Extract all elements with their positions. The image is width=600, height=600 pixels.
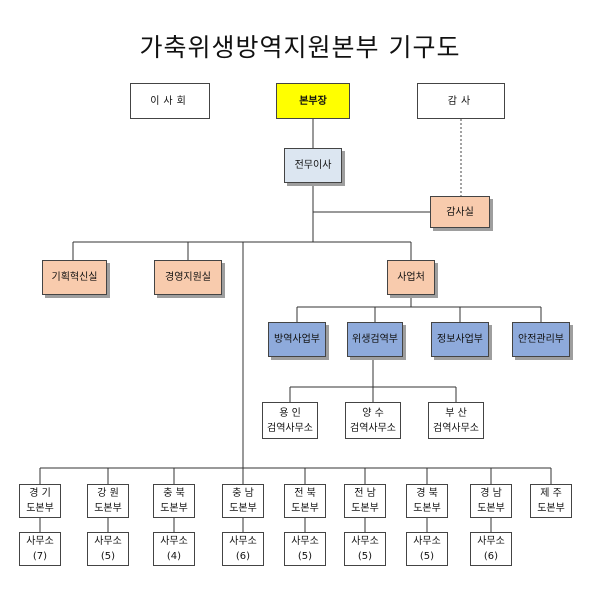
provincial-branch-name: 전 남 (354, 488, 376, 499)
provincial-branch-box: 전 북 도본부 (284, 484, 326, 518)
business-office-box: 사업처 (387, 260, 435, 295)
audit-office-box: 감사실 (430, 196, 490, 228)
management-office-label: 경영지원실 (165, 272, 211, 283)
provincial-branch-label: 도본부 (291, 503, 319, 514)
local-office-box: 사무소 (6) (222, 532, 264, 566)
inspection-office-label: 검역사무소 (267, 422, 313, 434)
department-box: 방역사업부 (268, 322, 326, 357)
local-office-box: 사무소 (7) (19, 532, 61, 566)
provincial-branch-name: 강 원 (97, 488, 119, 499)
managing-director-label: 전무이사 (294, 160, 332, 171)
local-office-count: (5) (357, 551, 373, 562)
provincial-branch-label: 도본부 (160, 503, 188, 514)
department-label: 정보사업부 (437, 334, 483, 345)
local-office-count: (5) (297, 551, 313, 562)
planning-office-box: 기획혁신실 (42, 260, 107, 295)
local-office-box: 사무소 (5) (344, 532, 386, 566)
department-box: 안전관리부 (512, 322, 570, 357)
provincial-branch-box: 경 기 도본부 (19, 484, 61, 518)
local-office-label: 사무소 (26, 536, 54, 547)
chief-label: 본부장 (299, 95, 327, 107)
chart-title: 가축위생방역지원본부 기구도 (139, 33, 461, 62)
local-office-label: 사무소 (160, 536, 188, 547)
provincial-branch-label: 도본부 (26, 503, 54, 514)
inspection-office-label: 검역사무소 (433, 422, 479, 434)
local-office-label: 사무소 (94, 536, 122, 547)
audit-box: 감사 (417, 83, 505, 119)
inspection-office-box: 부 산 검역사무소 (428, 402, 484, 439)
provincial-branch-name: 전 북 (294, 488, 316, 499)
board-box: 이사회 (130, 83, 210, 119)
board-label: 이사회 (150, 95, 190, 107)
managing-director-box: 전무이사 (284, 148, 342, 183)
chief-box: 본부장 (276, 83, 350, 119)
department-box: 위생검역부 (347, 322, 403, 357)
inspection-office-box: 용 인 검역사무소 (262, 402, 318, 439)
audit-office-label: 감사실 (446, 206, 474, 218)
department-label: 방역사업부 (274, 334, 320, 345)
inspection-office-name: 용 인 (279, 407, 301, 419)
provincial-branch-name: 경 기 (29, 488, 51, 499)
local-office-count: (5) (100, 551, 116, 562)
department-label: 안전관리부 (518, 334, 564, 345)
local-office-label: 사무소 (413, 536, 441, 547)
provincial-branch-label: 도본부 (229, 503, 257, 514)
provincial-branch-box: 경 북 도본부 (406, 484, 448, 518)
provincial-branch-name: 충 북 (163, 488, 185, 499)
local-office-count: (6) (483, 551, 499, 562)
provincial-branch-box: 충 북 도본부 (153, 484, 195, 518)
provincial-branch-label: 도본부 (351, 503, 379, 514)
provincial-branch-label: 도본부 (477, 503, 505, 514)
local-office-count: (5) (419, 551, 435, 562)
local-office-box: 사무소 (6) (470, 532, 512, 566)
local-office-box: 사무소 (4) (153, 532, 195, 566)
provincial-branch-label: 도본부 (413, 503, 441, 514)
provincial-branch-label: 도본부 (94, 503, 122, 514)
audit-label: 감사 (447, 95, 475, 107)
provincial-branch-name: 경 남 (480, 488, 502, 499)
provincial-branch-box: 충 남 도본부 (222, 484, 264, 518)
planning-office-label: 기획혁신실 (51, 272, 98, 283)
local-office-label: 사무소 (351, 536, 379, 547)
department-label: 위생검역부 (352, 334, 398, 345)
provincial-branch-name: 제 주 (540, 488, 562, 499)
provincial-branch-box: 경 남 도본부 (470, 484, 512, 518)
department-box: 정보사업부 (431, 322, 489, 357)
local-office-label: 사무소 (477, 536, 505, 547)
inspection-office-name: 양 수 (362, 407, 384, 419)
provincial-branch-box: 전 남 도본부 (344, 484, 386, 518)
provincial-branch-box: 제 주 도본부 (530, 484, 572, 518)
inspection-office-name: 부 산 (445, 407, 467, 419)
provincial-branch-name: 경 북 (416, 488, 438, 499)
business-office-label: 사업처 (397, 272, 425, 283)
local-office-box: 사무소 (5) (284, 532, 326, 566)
local-office-label: 사무소 (229, 536, 257, 547)
local-office-box: 사무소 (5) (87, 532, 129, 566)
provincial-branch-name: 충 남 (232, 488, 254, 499)
management-office-box: 경영지원실 (154, 260, 222, 295)
local-office-box: 사무소 (5) (406, 532, 448, 566)
local-office-count: (4) (166, 551, 182, 562)
local-office-count: (6) (235, 551, 251, 562)
provincial-branch-label: 도본부 (537, 503, 565, 514)
inspection-office-label: 검역사무소 (350, 422, 396, 434)
provincial-branch-box: 강 원 도본부 (87, 484, 129, 518)
inspection-office-box: 양 수 검역사무소 (345, 402, 401, 439)
local-office-count: (7) (32, 551, 48, 562)
local-office-label: 사무소 (291, 536, 319, 547)
